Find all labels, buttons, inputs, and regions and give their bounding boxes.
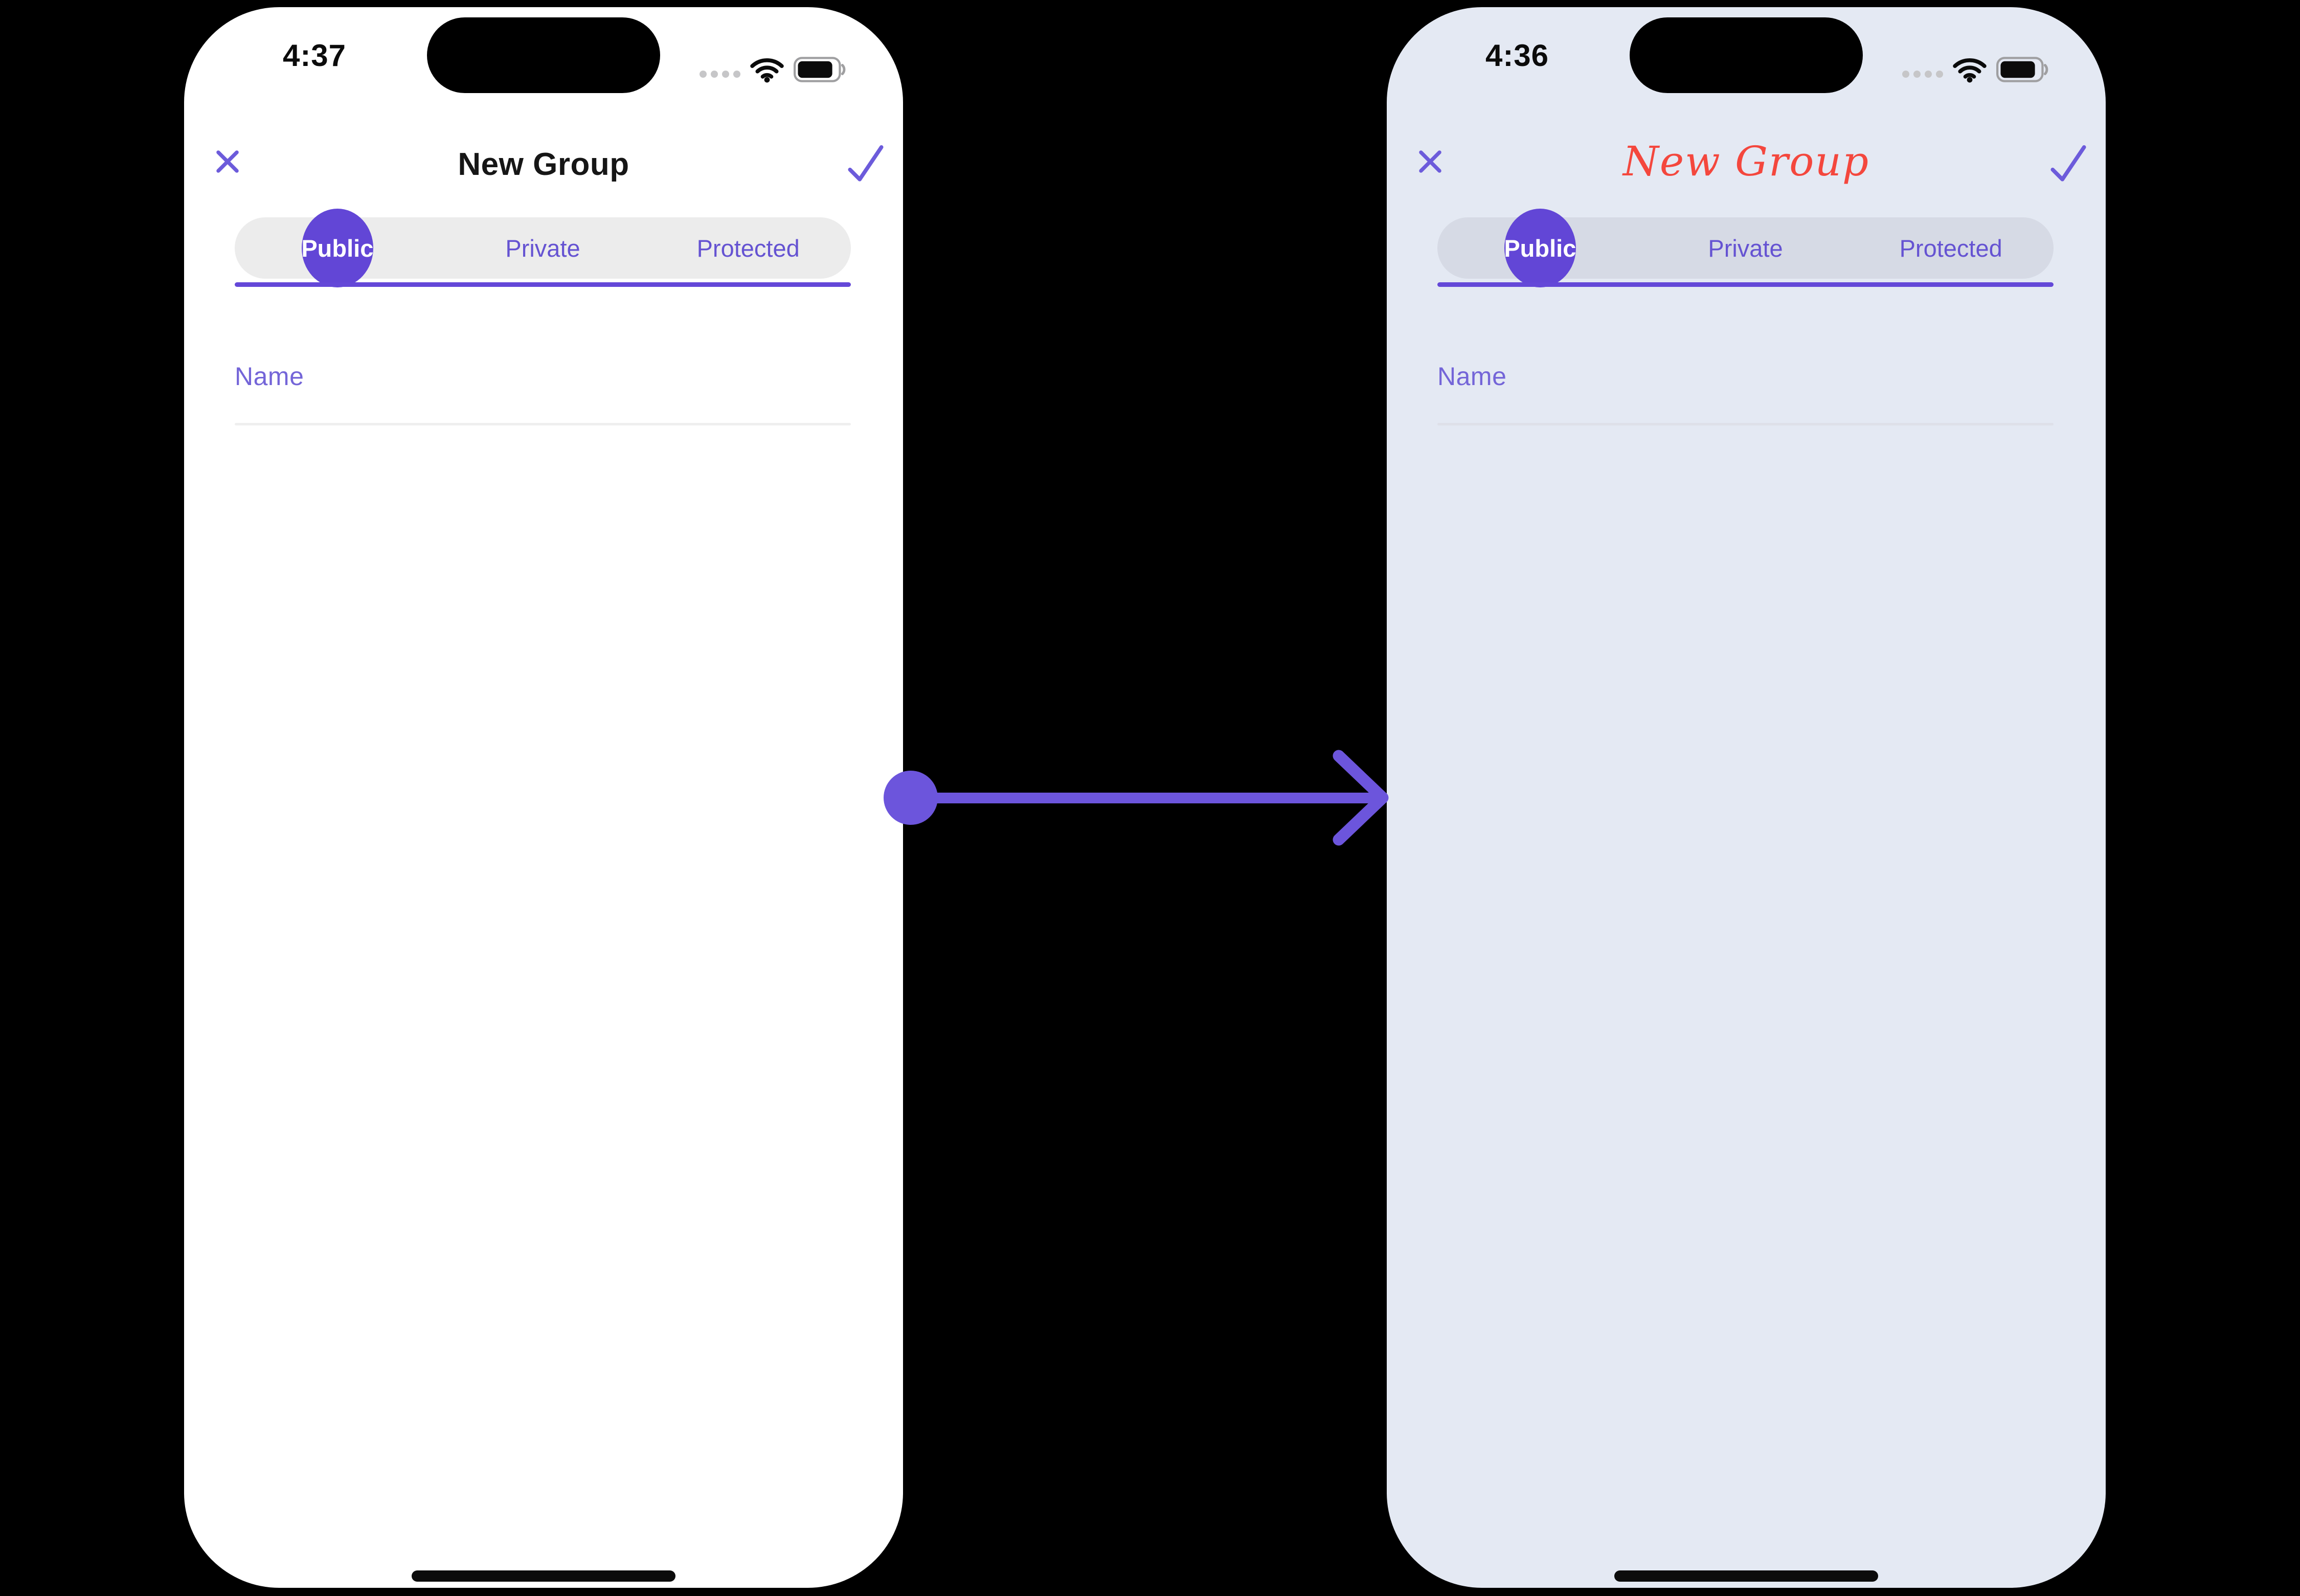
tab-public-label: Public (1504, 234, 1576, 262)
status-icons (1902, 54, 2050, 85)
tab-private-label: Private (1708, 234, 1783, 262)
wifi-icon (750, 58, 784, 83)
name-field-underline (235, 423, 851, 425)
status-icons (700, 54, 848, 85)
tab-protected-label: Protected (1899, 234, 2002, 262)
name-field[interactable]: Name (1437, 362, 2054, 425)
status-time: 4:37 (282, 38, 347, 73)
wifi-icon (1953, 58, 1987, 83)
battery-icon (794, 57, 846, 82)
tab-protected[interactable]: Protected (1848, 217, 2054, 279)
dynamic-island (427, 17, 660, 93)
close-icon[interactable] (213, 147, 242, 176)
phone-after: 4:36 New Group Pub (1387, 7, 2106, 1588)
selected-tab-indicator (1504, 209, 1576, 287)
home-indicator (1614, 1570, 1878, 1582)
arrow-shaft (920, 793, 1381, 803)
tab-private-label: Private (505, 234, 580, 262)
dynamic-island (1630, 17, 1863, 93)
name-field-placeholder: Name (1437, 362, 1507, 391)
name-field-underline (1437, 423, 2054, 425)
confirm-check-icon[interactable] (845, 142, 887, 186)
tab-protected[interactable]: Protected (645, 217, 851, 279)
cellular-signal-icon (700, 61, 740, 78)
selected-tab-indicator (301, 209, 373, 287)
page-title: New Group (458, 147, 629, 182)
arrow-head-icon (1333, 750, 1389, 846)
name-field[interactable]: Name (235, 362, 851, 425)
status-time: 4:36 (1485, 38, 1549, 73)
tab-public[interactable]: Public (235, 209, 440, 287)
visibility-segmented-control: Public Private Protected (235, 209, 851, 287)
home-indicator (412, 1570, 675, 1582)
tab-private[interactable]: Private (440, 217, 646, 279)
tab-public[interactable]: Public (1437, 209, 1643, 287)
segment-underline (1437, 282, 2054, 287)
battery-icon (1996, 57, 2048, 82)
tab-protected-label: Protected (696, 234, 800, 262)
page-title: New Group (1622, 138, 1870, 185)
visibility-segmented-control: Public Private Protected (1437, 209, 2054, 287)
segment-underline (235, 282, 851, 287)
close-icon[interactable] (1415, 147, 1445, 176)
tab-private[interactable]: Private (1643, 217, 1848, 279)
tab-public-label: Public (301, 234, 374, 262)
cellular-signal-icon (1902, 61, 1943, 78)
confirm-check-icon[interactable] (2047, 142, 2089, 186)
phone-before: 4:37 New Group Pub (184, 7, 903, 1588)
name-field-placeholder: Name (235, 362, 304, 391)
